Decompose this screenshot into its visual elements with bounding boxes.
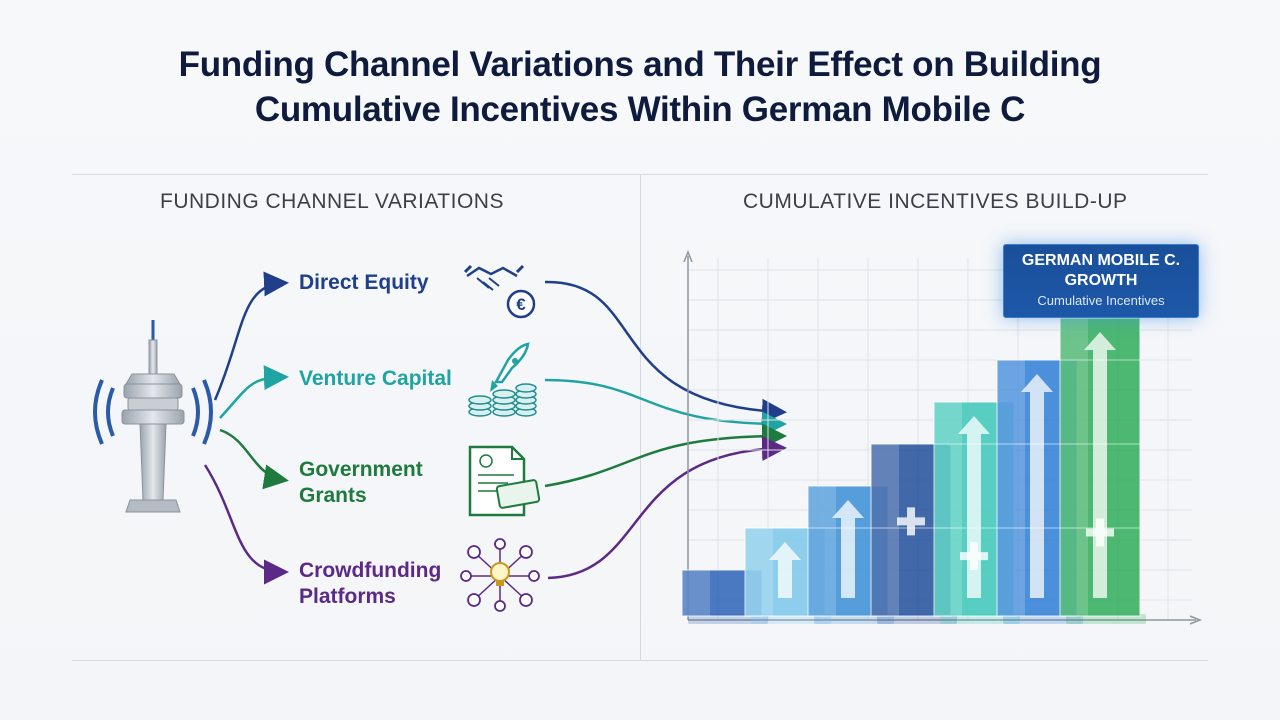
svg-text:€: € (516, 295, 526, 314)
bar-1 (681, 569, 768, 624)
bar-4-plus-icon (897, 507, 925, 536)
right-section-header: CUMULATIVE INCENTIVES BUILD-UP (743, 190, 1128, 213)
channel-label-government-grants-line1: Government (299, 458, 423, 481)
flow-curve-venture-capital (544, 378, 787, 437)
certificate-document-icon (468, 445, 541, 517)
channel-label-crowdfunding-line1: Crowdfunding (299, 559, 442, 582)
legend-line-2: GROWTH (1064, 272, 1138, 289)
bar-5-arrow-icon (958, 416, 990, 598)
source-arrow-direct-equity (213, 271, 289, 401)
flow-curve-crowdfunding (547, 436, 787, 580)
source-arrow-crowdfunding (203, 464, 289, 585)
bars-group (681, 317, 1146, 624)
network-lightbulb-icon (460, 538, 540, 612)
panel-divider (640, 174, 641, 660)
channel-label-direct-equity-line1: Direct Equity (299, 271, 429, 294)
channel-label-venture-capital: Venture Capital (299, 366, 452, 392)
channel-label-direct-equity: Direct Equity (299, 270, 429, 296)
title-line-2: Cumulative Incentives Within German Mobi… (254, 90, 1026, 129)
bar-2-arrow-icon (769, 542, 801, 598)
handshake-euro-icon: € (463, 264, 536, 319)
left-section-header: FUNDING CHANNEL VARIATIONS (160, 190, 504, 213)
page-title: Funding Channel Variations and Their Eff… (0, 42, 1280, 132)
panel-bottom-border (72, 660, 1208, 661)
channel-label-crowdfunding-platforms: Crowdfunding Platforms (299, 558, 441, 610)
legend-line-1: GERMAN MOBILE C. (1021, 252, 1181, 269)
bar-7-arrow-icon (1084, 332, 1116, 598)
channel-label-government-grants-line2: Grants (299, 484, 367, 507)
title-line-1: Funding Channel Variations and Their Eff… (178, 45, 1102, 84)
channel-label-venture-capital-line1: Venture Capital (299, 367, 452, 390)
growth-legend-box: GERMAN MOBILE C. GROWTH Cumulative Incen… (1003, 244, 1199, 318)
bar-7-plus-icon (1086, 518, 1114, 547)
legend-line-3: Cumulative Incentives (1037, 293, 1165, 308)
bar-6-arrow-icon (1021, 374, 1053, 598)
flow-curve-direct-equity (544, 280, 787, 424)
channel-label-government-grants: Government Grants (299, 457, 423, 509)
source-arrow-government-grants (219, 428, 289, 490)
cell-tower-icon (93, 320, 213, 513)
bar-3-arrow-icon (832, 500, 864, 598)
flow-curve-government-grants (544, 423, 787, 488)
rocket-coins-icon (468, 342, 537, 417)
channel-label-crowdfunding-line2: Platforms (299, 585, 396, 608)
source-arrow-venture-capital (219, 365, 289, 419)
bar-7 (1059, 317, 1146, 624)
bar-5-plus-icon (960, 542, 988, 571)
